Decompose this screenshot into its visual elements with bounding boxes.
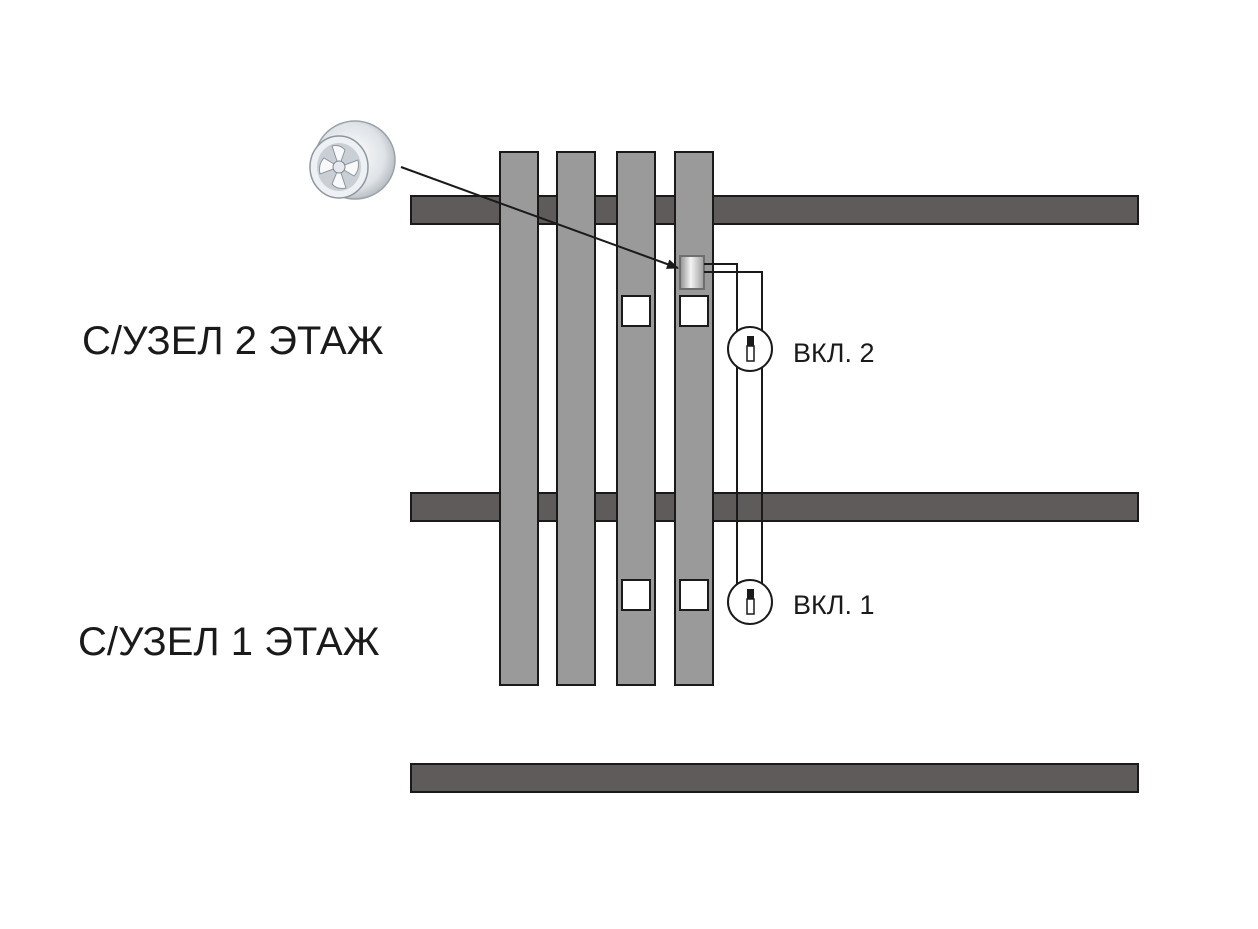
vent-opening-floor1-a bbox=[621, 579, 651, 611]
floor-1-label: С/УЗЕЛ 1 ЭТАЖ bbox=[78, 620, 380, 664]
switch-1 bbox=[727, 579, 773, 625]
vent-opening-floor2-b bbox=[679, 295, 709, 327]
pointer-arrow bbox=[400, 166, 679, 269]
wire-to-switch-2 bbox=[704, 271, 763, 585]
riser-1 bbox=[499, 151, 539, 686]
floor-slab-bottom bbox=[410, 763, 1139, 793]
vent-opening-floor2-a bbox=[621, 295, 651, 327]
vent-opening-floor1-b bbox=[679, 579, 709, 611]
duct-fan-icon bbox=[309, 120, 396, 200]
wire-to-switch-1 bbox=[704, 263, 738, 585]
floor-2-label: С/УЗЕЛ 2 ЭТАЖ bbox=[82, 319, 384, 363]
switch-2 bbox=[727, 326, 773, 372]
switch-1-label: ВКЛ. 1 bbox=[793, 590, 874, 620]
switch-2-label: ВКЛ. 2 bbox=[793, 338, 874, 368]
riser-2 bbox=[556, 151, 596, 686]
fan-device bbox=[679, 255, 705, 290]
